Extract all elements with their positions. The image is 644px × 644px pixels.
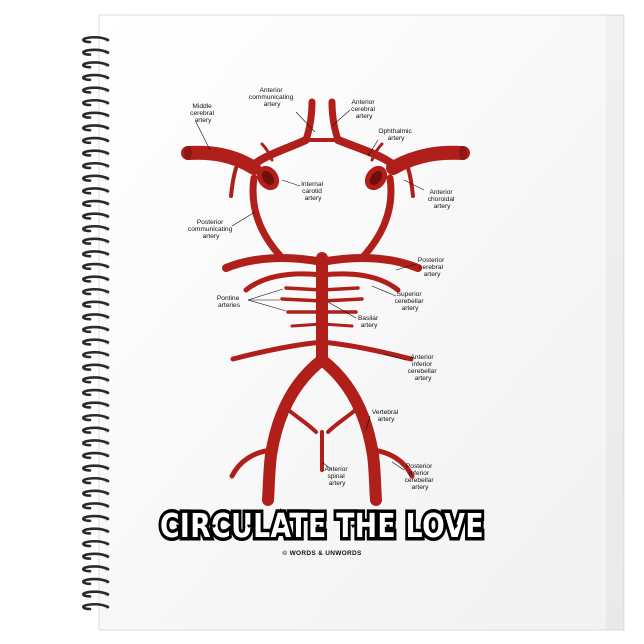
label-superior-cerebellar: Superior cerebellar artery xyxy=(395,291,426,312)
spiral-coil xyxy=(81,98,110,107)
copyright-notice: © WORDS & UNWORDS xyxy=(282,549,362,557)
spiral-coil xyxy=(81,376,110,384)
spiral-coil xyxy=(81,464,110,472)
spiral-coil xyxy=(81,401,110,409)
spiral-coil xyxy=(81,602,110,611)
spiral-coil xyxy=(81,86,110,94)
label-posterior-cerebral: Posterior cerebral artery xyxy=(418,257,446,278)
label-vertebral: Vertebral artery xyxy=(372,409,400,423)
spiral-coil xyxy=(81,61,110,69)
spiral-coil xyxy=(81,565,110,573)
spiral-coil xyxy=(81,300,110,308)
spiral-coil xyxy=(81,199,110,208)
spiral-coil xyxy=(81,136,110,145)
artery-diagram xyxy=(181,98,470,506)
spiral-coil xyxy=(81,388,110,397)
spiral-coil xyxy=(81,161,110,170)
spiral-coil xyxy=(81,262,110,271)
heart-icon: ♥ xyxy=(454,524,459,530)
spiral-coil xyxy=(81,363,110,371)
spiral-coil xyxy=(81,250,110,258)
spiral-coil xyxy=(81,124,110,132)
spiral-coil xyxy=(81,313,110,321)
spiral-coil xyxy=(81,174,110,182)
spiral-coil xyxy=(81,514,110,523)
label-anterior-choroidal: Anterior choroidal artery xyxy=(428,189,457,210)
spiral-coil xyxy=(81,552,110,560)
spiral-coil xyxy=(81,476,110,485)
spiral-coil xyxy=(81,577,110,586)
label-anterior-spinal: Anterior spinal artery xyxy=(325,466,350,487)
headline-hearts: ♥ ♥ ♥ ♥ ♥ ♥ ♥ ♥ ♥ xyxy=(176,524,459,530)
heart-icon: ♥ xyxy=(386,524,391,530)
spiral-coil xyxy=(81,48,110,56)
spiral-coil xyxy=(81,527,110,535)
spiral-coil xyxy=(81,73,110,82)
spiral-coil xyxy=(81,590,110,598)
label-basilar: Basilar artery xyxy=(358,315,380,329)
spiral-coil xyxy=(81,237,110,245)
spiral-coil xyxy=(81,212,110,220)
heart-icon: ♥ xyxy=(212,524,217,530)
label-anterior-cerebral: Anterior cerebral artery xyxy=(351,99,377,120)
spiral-coil xyxy=(81,413,110,422)
spiral-coil xyxy=(81,451,110,460)
spiral-coil xyxy=(81,111,110,119)
label-ophthalmic: Ophthalmic artery xyxy=(378,128,413,142)
spiral-coil xyxy=(81,489,110,497)
spiral-coil xyxy=(81,350,110,359)
label-anterior-inferior-cerebellar: Anterior inferior cerebellar artery xyxy=(408,354,439,382)
spiral-coil xyxy=(81,275,110,283)
spiral-coil xyxy=(81,502,110,510)
leader-lines xyxy=(195,109,425,471)
heart-icon: ♥ xyxy=(247,524,252,530)
heart-icon: ♥ xyxy=(420,524,425,530)
spiral-coil xyxy=(81,35,110,44)
spiral-coil xyxy=(81,325,110,334)
heart-icon: ♥ xyxy=(351,524,356,530)
spiral-coil xyxy=(81,426,110,434)
label-internal-carotid: Internal carotid artery xyxy=(301,181,325,202)
spiral-coil xyxy=(81,287,110,296)
spiral-coil xyxy=(81,338,110,346)
label-middle-cerebral: Middle cerebral artery xyxy=(190,103,216,124)
spiral-coil xyxy=(81,187,110,195)
artery-labels: Anterior communicating artery Anterior c… xyxy=(188,87,457,491)
notebook-cover xyxy=(98,14,625,631)
label-posterior-inferior-cerebellar: Posterior inferior cerebellar artery xyxy=(405,463,436,491)
spiral-coil xyxy=(81,439,110,447)
spiral-binding xyxy=(81,35,110,611)
headline: CIRCULATE THE LOVE xyxy=(160,506,484,545)
label-pontine: Pontine arteries xyxy=(217,295,241,309)
internal-carotid-stumps xyxy=(184,146,467,191)
heart-icon: ♥ xyxy=(281,524,286,530)
spiral-coil xyxy=(81,539,110,548)
heart-icon: ♥ xyxy=(176,524,181,530)
heart-icon: ♥ xyxy=(316,524,321,530)
spiral-coil xyxy=(81,224,110,233)
label-anterior-communicating: Anterior communicating artery xyxy=(249,87,295,108)
spiral-coil xyxy=(81,149,110,157)
label-posterior-communicating: Posterior communicating artery xyxy=(188,219,234,240)
